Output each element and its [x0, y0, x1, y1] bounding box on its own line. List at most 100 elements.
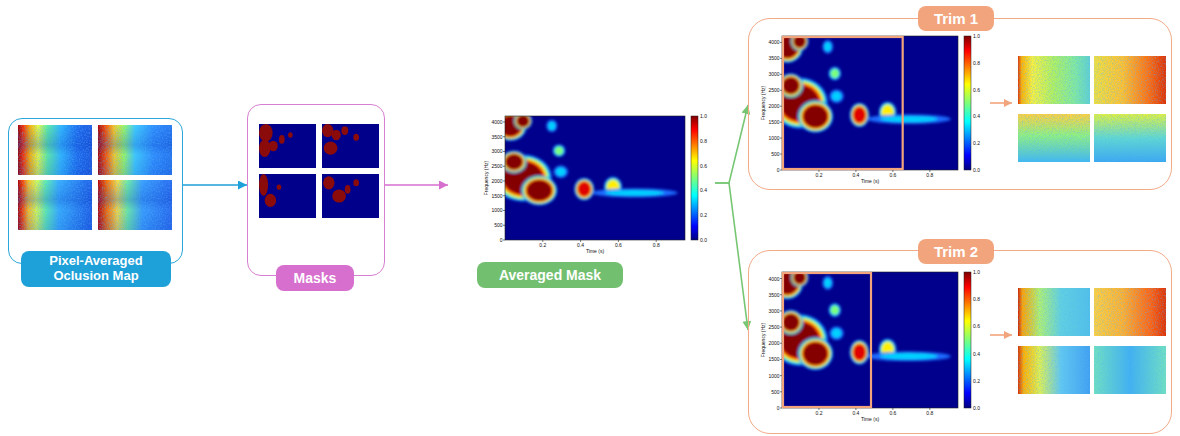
mask-region: [324, 142, 338, 155]
y-tick-label: 500: [494, 223, 502, 228]
mask-blob: [803, 105, 829, 129]
y-tick: [503, 225, 505, 226]
colorbar-tick-label: 1.0: [973, 34, 980, 39]
mask-blob: [803, 343, 827, 365]
trim-arrow: [990, 334, 1012, 336]
y-tick-label: 500: [771, 389, 779, 394]
mask-blob: [802, 341, 830, 367]
y-tick-label: 3000: [768, 308, 779, 313]
picture-speckle: [1018, 56, 1090, 104]
mask-blob: [782, 75, 801, 95]
trim-window: [783, 273, 871, 407]
axis-title: Frequency (Hz): [761, 86, 766, 120]
mask-blob: [850, 340, 869, 364]
mask-blob: [515, 116, 530, 128]
mask-blob: [851, 105, 868, 126]
mask-region: [323, 176, 334, 189]
spectrogram-image: [782, 272, 958, 408]
group-box: Masks: [247, 104, 385, 276]
y-tick: [503, 166, 505, 167]
mask-blob: [830, 90, 844, 103]
x-tick-label: 0.4: [577, 243, 584, 248]
trim-arrow: [990, 102, 1012, 104]
label-holder: Masks: [165, 265, 465, 291]
colorbar-tick-label: 1.0: [973, 270, 980, 275]
mask-blob: [605, 190, 664, 196]
trimmed-occlusion-map: [1094, 288, 1166, 336]
picture-band: [98, 180, 172, 230]
y-tick-label: 500: [771, 152, 779, 157]
mask-blob: [799, 101, 832, 131]
mask-blob: [782, 74, 803, 98]
trimmed-occlusion-map: [1018, 288, 1090, 336]
y-tick: [780, 74, 782, 75]
colorbar-tick-label: 0.4: [973, 351, 980, 356]
y-tick: [780, 310, 782, 311]
colorbar-tick-label: 0.0: [973, 168, 980, 173]
mask-blob: [831, 305, 839, 314]
picture-speckle: [1094, 346, 1166, 394]
y-tick-label: 1500: [768, 357, 779, 362]
picture-fill: [1094, 56, 1166, 104]
mask-blobs: [782, 272, 951, 370]
y-tick: [780, 391, 782, 392]
flow-arrow: [183, 184, 247, 186]
mask-blob: [791, 272, 809, 287]
colorbar: [964, 36, 971, 170]
mask-ground: [322, 174, 379, 218]
spectrogram-ground: [782, 36, 958, 170]
mask-blob: [852, 342, 868, 362]
mask-blob: [782, 77, 800, 95]
mask-blob: [576, 180, 592, 198]
spectrogram-plot: [494, 111, 698, 242]
spectrogram-ground: [505, 116, 685, 240]
axis-title: Time (s): [861, 417, 879, 422]
y-tick: [503, 210, 505, 211]
mask-blob: [824, 42, 831, 51]
trimmed-occlusion-map: [1018, 346, 1090, 394]
mask-blob: [514, 116, 532, 130]
trimmed-occlusion-map: [1094, 346, 1166, 394]
mask-blob: [852, 105, 868, 124]
mask-blob: [824, 278, 831, 287]
colorbar-tick-label: 0.2: [700, 213, 707, 218]
y-tick-label: 3000: [491, 149, 502, 154]
mask-blob: [522, 176, 556, 204]
mask-region: [265, 194, 276, 207]
colorbar-tick-label: 0.6: [700, 163, 707, 168]
y-tick: [780, 408, 782, 409]
stage-label: Trim 1: [918, 6, 994, 31]
picture-fill: [18, 125, 92, 175]
mask-blob: [505, 154, 522, 169]
mask-blob: [546, 120, 557, 132]
mask-region: [259, 139, 270, 157]
trim-window: [783, 37, 903, 169]
mask-blob: [798, 337, 833, 370]
y-tick: [780, 343, 782, 344]
x-tick-label: 0.8: [926, 411, 933, 416]
mask-blob: [853, 107, 866, 123]
x-tick-label: 0.2: [815, 173, 822, 178]
mask-blob: [516, 116, 530, 128]
y-tick-label: 2000: [768, 104, 779, 109]
trimmed-occlusion-map: [1018, 114, 1090, 162]
axis-title: Frequency (Hz): [484, 161, 489, 195]
y-tick: [503, 151, 505, 152]
flow-arrow: [715, 105, 748, 183]
mask-blob: [576, 179, 593, 198]
mask-blob: [880, 116, 937, 122]
colorbar-tick-label: 0.8: [700, 138, 707, 143]
mask-blob: [832, 92, 842, 101]
plot-frame: [782, 36, 958, 170]
y-tick-label: 3500: [768, 56, 779, 61]
picture-speckle: [1094, 56, 1166, 104]
y-tick: [780, 359, 782, 360]
y-tick-label: 2500: [768, 88, 779, 93]
mask-blob: [575, 179, 594, 200]
mask-blob: [853, 344, 866, 361]
mask-blob: [505, 152, 525, 172]
mask-blob: [577, 181, 592, 198]
x-tick-label: 0.2: [539, 243, 546, 248]
mask-blob: [851, 342, 868, 363]
mask-blob: [801, 340, 831, 367]
